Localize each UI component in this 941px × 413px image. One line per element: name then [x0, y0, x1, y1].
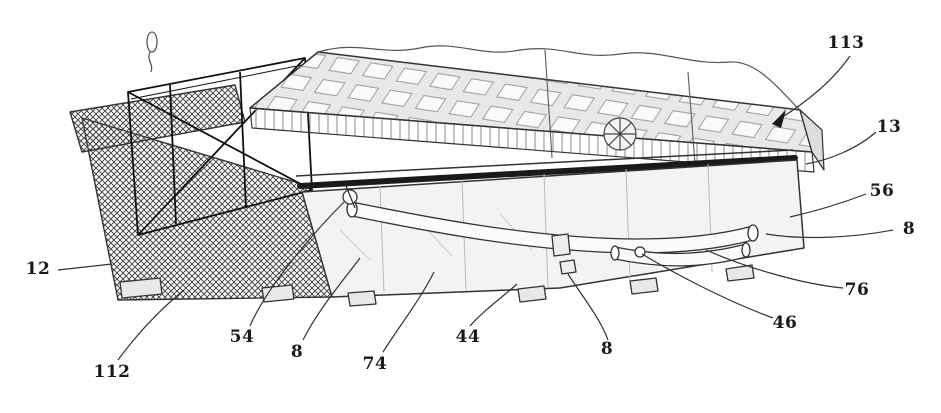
ref-label-56: 56	[869, 181, 895, 201]
pipes	[346, 200, 759, 267]
leader-8-bottom	[567, 273, 609, 341]
leader-76	[705, 249, 844, 289]
machine-body	[69, 31, 825, 307]
fan-icon	[603, 117, 637, 151]
ref-label-46: 46	[772, 313, 798, 333]
ref-label-8-left: 8	[290, 342, 304, 362]
ref-label-54: 54	[229, 327, 255, 347]
ref-label-74: 74	[362, 354, 388, 374]
mounting-feet	[119, 264, 755, 307]
hatched-base-left	[69, 84, 333, 301]
leader-46	[641, 253, 774, 319]
leader-54	[249, 201, 345, 327]
leader-8-right	[765, 229, 894, 239]
side-rails	[295, 149, 798, 189]
leader-56	[789, 193, 867, 218]
ref-label-44: 44	[455, 327, 481, 347]
left-truss-frame	[127, 57, 313, 236]
leader-44	[469, 283, 518, 327]
ref-label-12: 12	[25, 259, 51, 279]
small-fittings	[342, 185, 646, 275]
ref-label-13: 13	[876, 117, 902, 137]
leader-74	[382, 271, 435, 353]
leader-112	[117, 289, 185, 361]
leader-12	[57, 263, 113, 271]
leader-113-arrowhead	[772, 110, 786, 128]
leader-lines	[57, 55, 894, 361]
eyelet-detail	[146, 31, 158, 73]
ref-label-113: 113	[827, 33, 865, 53]
leader-13	[805, 131, 877, 165]
leader-8-left	[302, 257, 361, 341]
ref-label-8-right: 8	[902, 219, 916, 239]
ref-label-8-bottom: 8	[600, 339, 614, 359]
ref-label-76: 76	[844, 280, 870, 300]
ref-label-112: 112	[93, 362, 131, 382]
